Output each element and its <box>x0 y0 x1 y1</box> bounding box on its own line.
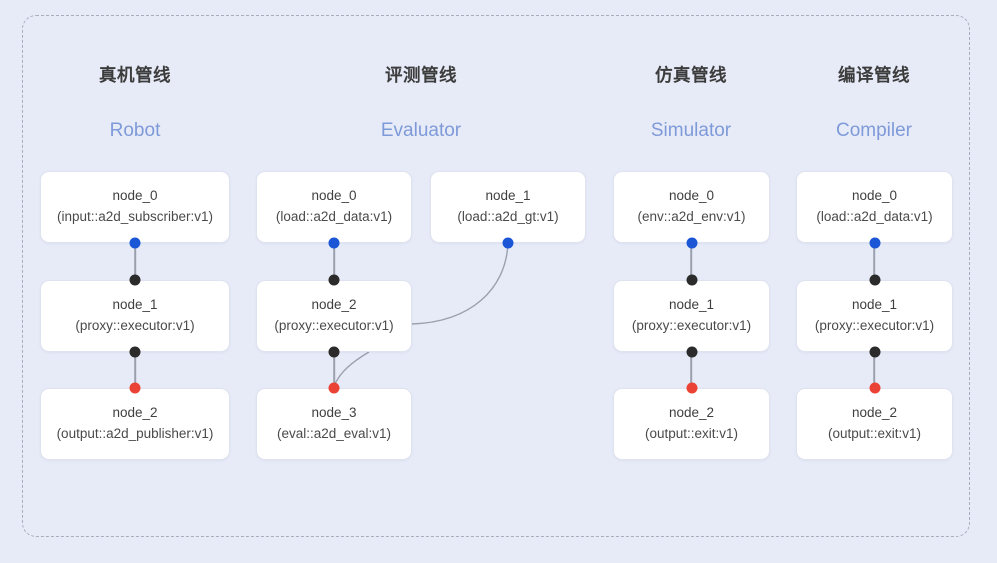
port-dot-top-black[interactable] <box>869 274 880 286</box>
port-dot-bottom-blue[interactable] <box>328 237 340 249</box>
column-title-robot: 真机管线 <box>99 65 171 85</box>
node-type-label: (load::a2d_data:v1) <box>275 209 393 224</box>
port-dot-bottom-blue[interactable] <box>129 237 141 249</box>
port-dot-bottom-black[interactable] <box>328 346 340 358</box>
node-type-label: (output::exit:v1) <box>644 426 739 441</box>
node-id-label: node_1 <box>485 188 531 204</box>
vertical-edge-6 <box>873 242 875 280</box>
node-box-compiler-node_0[interactable]: node_0(load::a2d_data:v1) <box>796 171 953 243</box>
node-box-robot-node_0[interactable]: node_0(input::a2d_subscriber:v1) <box>40 171 230 243</box>
node-box-compiler-node_2[interactable]: node_2(output::exit:v1) <box>796 388 953 460</box>
column-header-simulator: 仿真管线 Simulator <box>651 62 731 142</box>
node-type-label: (proxy::executor:v1) <box>274 318 394 333</box>
node-id-label: node_2 <box>112 405 158 421</box>
column-subtitle-robot: Robot <box>109 120 161 141</box>
node-box-evaluator-node_1[interactable]: node_1(load::a2d_gt:v1) <box>430 171 586 243</box>
node-type-label: (proxy::executor:v1) <box>631 318 752 333</box>
node-box-simulator-node_0[interactable]: node_0(env::a2d_env:v1) <box>613 171 770 243</box>
port-dot-bottom-blue[interactable] <box>502 237 514 249</box>
node-box-robot-node_2[interactable]: node_2(output::a2d_publisher:v1) <box>40 388 230 460</box>
vertical-edge-1 <box>134 352 136 388</box>
node-id-label: node_1 <box>668 297 715 313</box>
port-dot-top-black[interactable] <box>129 274 141 286</box>
node-box-evaluator-node_2[interactable]: node_2(proxy::executor:v1) <box>256 280 412 352</box>
column-subtitle-simulator: Simulator <box>650 120 732 141</box>
node-box-simulator-node_1[interactable]: node_1(proxy::executor:v1) <box>613 280 770 352</box>
column-header-evaluator: 评测管线 Evaluator <box>381 62 461 142</box>
port-dot-bottom-blue[interactable] <box>869 237 880 249</box>
node-id-label: node_2 <box>668 405 715 421</box>
node-box-robot-node_1[interactable]: node_1(proxy::executor:v1) <box>40 280 230 352</box>
vertical-edge-7 <box>873 352 875 388</box>
node-id-label: node_1 <box>112 297 158 313</box>
node-id-label: node_3 <box>311 405 357 421</box>
node-box-simulator-node_2[interactable]: node_2(output::exit:v1) <box>613 388 770 460</box>
column-subtitle-evaluator: Evaluator <box>380 120 462 141</box>
vertical-edge-3 <box>333 352 335 388</box>
node-type-label: (env::a2d_env:v1) <box>637 209 746 224</box>
pipeline-group-frame <box>22 15 970 537</box>
column-header-compiler: 编译管线 Compiler <box>836 62 912 142</box>
node-type-label: (proxy::executor:v1) <box>75 318 195 333</box>
node-type-label: (input::a2d_subscriber:v1) <box>56 209 214 224</box>
column-title-compiler: 编译管线 <box>838 65 910 85</box>
node-id-label: node_2 <box>311 297 357 313</box>
column-title-evaluator: 评测管线 <box>385 65 457 85</box>
column-subtitle-compiler: Compiler <box>835 120 913 141</box>
column-header-robot: 真机管线 Robot <box>99 62 171 142</box>
node-id-label: node_2 <box>851 405 898 421</box>
column-title-simulator: 仿真管线 <box>655 65 727 85</box>
node-id-label: node_0 <box>668 188 715 204</box>
node-type-label: (output::exit:v1) <box>827 426 922 441</box>
node-id-label: node_1 <box>851 297 898 313</box>
node-id-label: node_0 <box>112 188 158 204</box>
port-dot-bottom-black[interactable] <box>129 346 141 358</box>
port-dot-top-black[interactable] <box>686 274 697 286</box>
port-dot-top-red[interactable] <box>129 382 141 394</box>
vertical-edge-2 <box>333 242 335 280</box>
port-dot-bottom-black[interactable] <box>869 346 880 358</box>
vertical-edge-4 <box>690 242 692 280</box>
node-type-label: (load::a2d_gt:v1) <box>457 209 559 224</box>
port-dot-top-black[interactable] <box>328 274 340 286</box>
node-box-compiler-node_1[interactable]: node_1(proxy::executor:v1) <box>796 280 953 352</box>
node-box-evaluator-node_3[interactable]: node_3(eval::a2d_eval:v1) <box>256 388 412 460</box>
port-dot-bottom-black[interactable] <box>686 346 697 358</box>
node-type-label: (proxy::executor:v1) <box>814 318 935 333</box>
vertical-edge-0 <box>134 242 136 280</box>
vertical-edge-5 <box>690 352 692 388</box>
node-type-label: (output::a2d_publisher:v1) <box>56 426 214 441</box>
port-dot-top-red[interactable] <box>869 382 880 394</box>
node-type-label: (eval::a2d_eval:v1) <box>276 426 392 441</box>
port-dot-top-red[interactable] <box>686 382 697 394</box>
node-type-label: (load::a2d_data:v1) <box>816 209 933 224</box>
port-dot-top-red[interactable] <box>328 382 340 394</box>
node-id-label: node_0 <box>311 188 357 204</box>
node-box-evaluator-node_0[interactable]: node_0(load::a2d_data:v1) <box>256 171 412 243</box>
node-id-label: node_0 <box>851 188 898 204</box>
port-dot-bottom-blue[interactable] <box>686 237 697 249</box>
